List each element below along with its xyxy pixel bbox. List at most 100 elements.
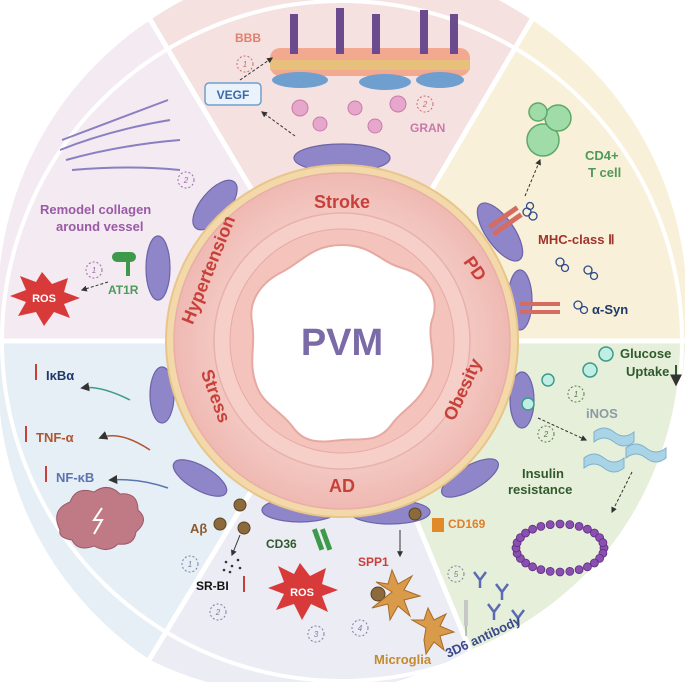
insulin-bead: [583, 524, 592, 534]
mhc-receptor: [488, 205, 523, 237]
amyloid-plaques: [213, 498, 422, 602]
arrow: [80, 382, 131, 401]
center-title: PVM: [301, 322, 383, 364]
cd36-label: CD36: [266, 537, 297, 551]
t-cell: [528, 102, 548, 122]
insulin-bead: [565, 567, 575, 576]
insulin-bead: [528, 562, 537, 572]
ring-label-stroke: Stroke: [314, 192, 370, 212]
antibody: [495, 583, 509, 600]
granulocyte-cells: [291, 95, 407, 134]
uptake-label: Uptake: [626, 364, 669, 379]
step-marker: [567, 385, 585, 403]
microglia: [371, 568, 456, 656]
abeta-label: Aβ: [190, 521, 207, 536]
antibody: [487, 603, 501, 620]
step-marker: [85, 261, 103, 279]
gran-label: GRAN: [410, 121, 445, 135]
insulin-bead: [590, 558, 599, 568]
granulocyte: [367, 118, 383, 134]
stress-panel: IκBα TNF-α NF-κB: [25, 364, 169, 550]
step-marker: [177, 171, 195, 189]
hypertension-panel: 2 Remodel collagen around vessel AT1R 1 …: [10, 99, 195, 326]
antibody: [511, 609, 525, 626]
step-marker: [307, 625, 325, 643]
glucose: [582, 362, 598, 378]
arrow: [108, 475, 169, 489]
glucose: [521, 397, 535, 411]
ros-label: ROS: [32, 293, 56, 305]
step-number: 3: [314, 630, 319, 639]
granulocyte: [312, 116, 328, 132]
glucose: [598, 346, 614, 362]
glucose-molecules: [521, 346, 614, 411]
arrow: [524, 158, 541, 197]
step-marker: [209, 603, 227, 621]
insulin-bead: [521, 528, 530, 538]
obesity-panel: Glucose Uptake 1 iNOS 2 Insulin resistan…: [508, 346, 682, 577]
step-marker: [236, 55, 254, 73]
step-number: 1: [188, 560, 192, 569]
ros-burst: [10, 272, 80, 326]
step-number: 4: [358, 624, 363, 633]
step-number: 2: [215, 608, 221, 617]
vessel-lumen: [250, 243, 436, 443]
brain-stress-icon: [56, 487, 144, 550]
arrow: [611, 471, 633, 514]
ikba-label: IκBα: [46, 368, 74, 383]
insulin-bead: [545, 567, 555, 576]
inos-molecules: [583, 427, 667, 473]
step-marker: [351, 619, 369, 637]
insulin-bead: [598, 538, 608, 548]
inos-label: iNOS: [586, 406, 618, 421]
stroke-panel: BBB 1 VEGF 2 GRAN: [204, 8, 470, 137]
step-number: 2: [422, 100, 428, 109]
bbb-structure: [270, 8, 470, 90]
microglia-cell: [371, 568, 422, 622]
asyn-label: α-Syn: [592, 302, 628, 317]
glucose-label: Glucose: [620, 346, 671, 361]
step-marker: [537, 425, 555, 443]
arrow: [261, 111, 296, 137]
glucose: [541, 373, 555, 387]
cd36-receptor: [311, 528, 333, 551]
arrow: [239, 57, 273, 81]
macrophage-cell: [172, 459, 228, 497]
granulocyte: [291, 99, 309, 117]
vessel-label: around vessel: [56, 219, 143, 234]
step-number: 2: [183, 176, 189, 185]
insulin-bead: [528, 524, 537, 534]
macrophage-cell: [509, 371, 535, 429]
collagen-fibers: [59, 99, 181, 171]
microglia-cell: [410, 606, 456, 656]
granulocyte: [389, 95, 407, 113]
t-cell-label: T cell: [588, 165, 621, 180]
insulin-bead: [574, 522, 584, 531]
cd169-label: CD169: [448, 517, 486, 531]
step-number: 2: [543, 430, 549, 439]
spp1-label: SPP1: [358, 555, 389, 569]
alpha-syn-aggregates: [522, 201, 599, 315]
cd4-t-cells: [526, 102, 572, 157]
vegf-box: [204, 82, 262, 106]
step-marker: [416, 95, 434, 113]
insulin-bead: [565, 520, 575, 529]
at1r-label: AT1R: [108, 283, 139, 297]
amyloid-plaque: [408, 507, 422, 521]
ros-label: ROS: [290, 587, 314, 599]
step-marker: [447, 565, 465, 583]
macrophage-cell: [145, 235, 171, 301]
mhc-label: MHC-class Ⅱ: [538, 232, 614, 247]
amyloid-plaque: [237, 521, 251, 535]
t-cell: [544, 104, 572, 132]
inos-shape: [625, 443, 667, 463]
ring-label-ad: AD: [329, 476, 355, 496]
cd169-receptor: [432, 518, 444, 532]
insulin-bead: [536, 565, 546, 574]
antibodies: [473, 571, 525, 626]
t-cell: [526, 123, 560, 157]
at1r-receptor: [112, 252, 136, 276]
syringe-icon: [464, 600, 468, 636]
amyloid-plaque: [233, 498, 247, 512]
antibody: [473, 571, 487, 588]
